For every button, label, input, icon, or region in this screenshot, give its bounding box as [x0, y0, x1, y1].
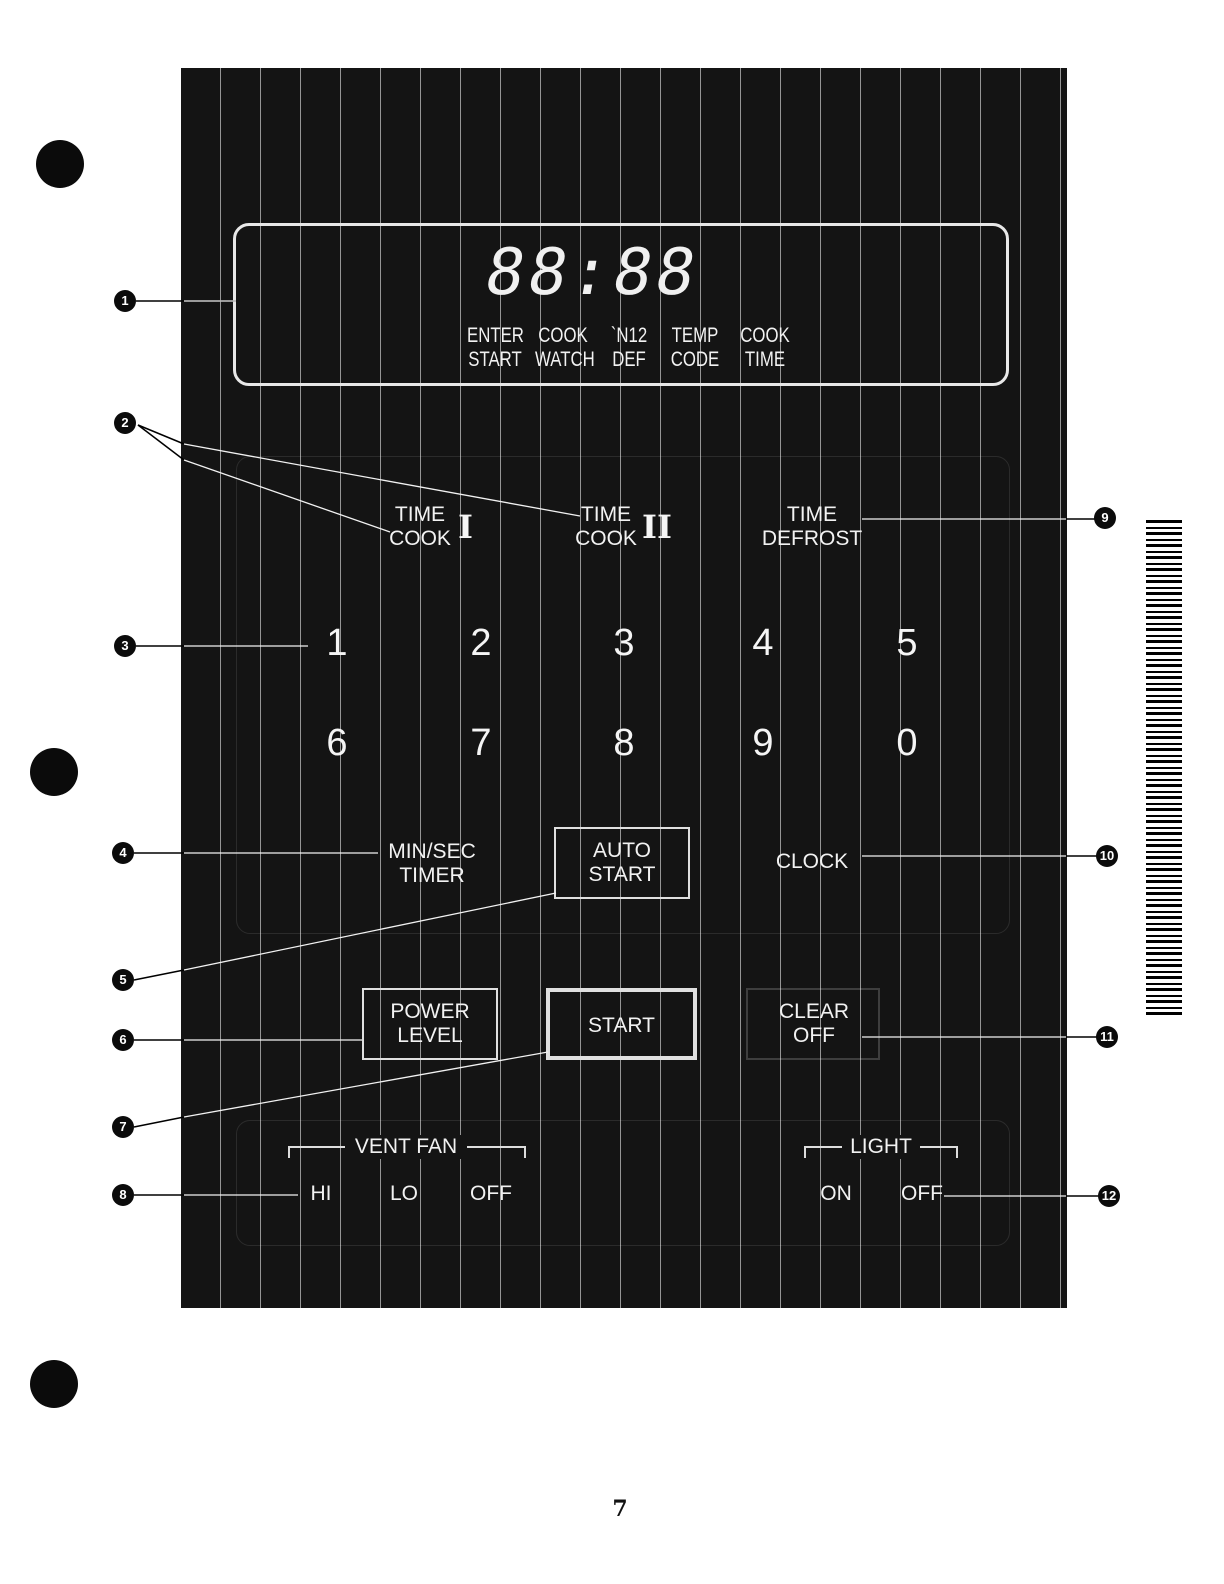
- callout-3: 3: [114, 635, 136, 657]
- callout-4: 4: [112, 842, 134, 864]
- page-number: 7: [600, 1496, 640, 1522]
- callout-5: 5: [112, 969, 134, 991]
- callout-12: 12: [1098, 1185, 1120, 1207]
- callout-9: 9: [1094, 507, 1116, 529]
- barcode: [1146, 520, 1182, 1015]
- callout-10: 10: [1096, 845, 1118, 867]
- callout-2: 2: [114, 412, 136, 434]
- callout-6: 6: [112, 1029, 134, 1051]
- callout-8: 8: [112, 1184, 134, 1206]
- callout-7: 7: [112, 1116, 134, 1138]
- callout-11: 11: [1096, 1026, 1118, 1048]
- callout-1: 1: [114, 290, 136, 312]
